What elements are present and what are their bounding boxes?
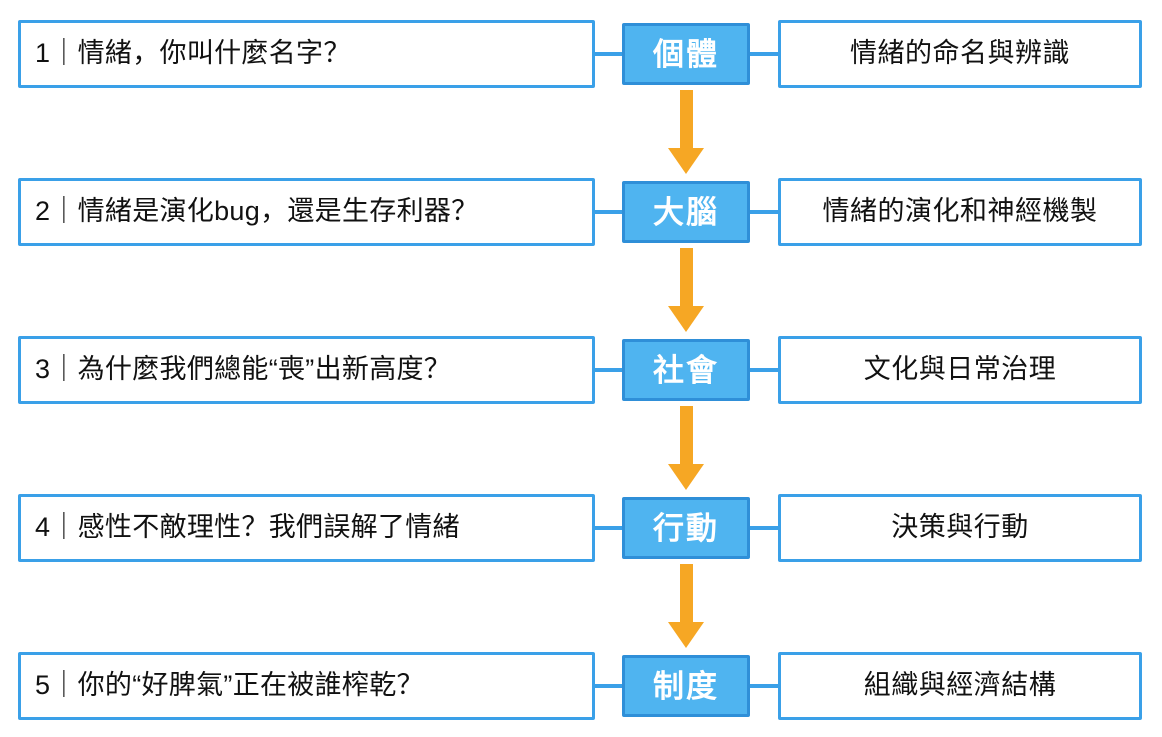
arrow-down-icon: [660, 90, 712, 174]
connector-left: [595, 368, 622, 372]
connector-right: [750, 368, 778, 372]
connector-left: [595, 52, 622, 56]
connector-right: [750, 684, 778, 688]
topic-text: 情緒的命名與辨識: [850, 38, 1070, 69]
question-box[interactable]: 2｜情緒是演化bug，還是生存利器？: [18, 178, 595, 246]
question-text: 3｜為什麼我們總能“喪”出新高度？: [35, 354, 452, 385]
topic-box[interactable]: 組織與經濟結構: [778, 652, 1142, 720]
diagram-row: 4｜感性不敵理性？我們誤解了情緒 行動 決策與行動: [0, 494, 1162, 564]
topic-text: 文化與日常治理: [863, 354, 1057, 385]
stage-box[interactable]: 行動: [622, 497, 750, 559]
stage-box[interactable]: 個體: [622, 23, 750, 85]
stage-label: 個體: [653, 36, 719, 72]
topic-text: 組織與經濟結構: [863, 670, 1057, 701]
question-text: 2｜情緒是演化bug，還是生存利器？: [35, 196, 479, 227]
connector-right: [750, 52, 778, 56]
stage-label: 行動: [653, 510, 719, 546]
topic-box[interactable]: 文化與日常治理: [778, 336, 1142, 404]
stage-label: 制度: [653, 668, 719, 704]
stage-box[interactable]: 大腦: [622, 181, 750, 243]
connector-left: [595, 210, 622, 214]
connector-left: [595, 526, 622, 530]
arrow-down-icon: [660, 248, 712, 332]
stage-box[interactable]: 社會: [622, 339, 750, 401]
connector-right: [750, 526, 778, 530]
stage-label: 大腦: [653, 194, 719, 230]
diagram-row: 3｜為什麼我們總能“喪”出新高度？ 社會 文化與日常治理: [0, 336, 1162, 406]
arrow-down-icon: [660, 564, 712, 648]
question-box[interactable]: 1｜情緒，你叫什麼名字？: [18, 20, 595, 88]
topic-text: 情緒的演化和神經機製: [822, 196, 1098, 227]
topic-box[interactable]: 決策與行動: [778, 494, 1142, 562]
question-box[interactable]: 3｜為什麼我們總能“喪”出新高度？: [18, 336, 595, 404]
stage-box[interactable]: 制度: [622, 655, 750, 717]
connector-left: [595, 684, 622, 688]
diagram-row: 5｜你的“好脾氣”正在被誰榨乾？ 制度 組織與經濟結構: [0, 652, 1162, 722]
stage-label: 社會: [653, 352, 719, 388]
connector-right: [750, 210, 778, 214]
arrow-down-icon: [660, 406, 712, 490]
question-text: 5｜你的“好脾氣”正在被誰榨乾？: [35, 670, 424, 701]
topic-text: 決策與行動: [891, 512, 1029, 543]
topic-box[interactable]: 情緒的命名與辨識: [778, 20, 1142, 88]
question-box[interactable]: 5｜你的“好脾氣”正在被誰榨乾？: [18, 652, 595, 720]
topic-box[interactable]: 情緒的演化和神經機製: [778, 178, 1142, 246]
diagram-row: 1｜情緒，你叫什麼名字？ 個體 情緒的命名與辨識: [0, 20, 1162, 90]
question-text: 4｜感性不敵理性？我們誤解了情緒: [35, 512, 460, 543]
question-text: 1｜情緒，你叫什麼名字？: [35, 38, 351, 69]
diagram-row: 2｜情緒是演化bug，還是生存利器？ 大腦 情緒的演化和神經機製: [0, 178, 1162, 248]
question-box[interactable]: 4｜感性不敵理性？我們誤解了情緒: [18, 494, 595, 562]
